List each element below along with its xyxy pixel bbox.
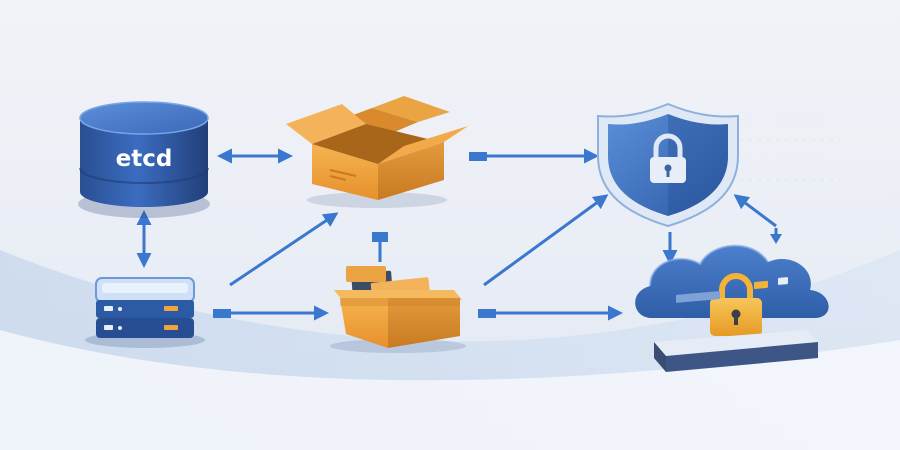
arrow-tail-files-cloud: [478, 309, 496, 318]
arrow-files-shield: [483, 194, 609, 287]
open-box-node: [286, 96, 468, 208]
files-box-node: [330, 266, 466, 353]
arrow-cloud-shield: [733, 194, 777, 228]
etcd-label: etcd: [116, 146, 173, 172]
cloud-storage-node: [635, 244, 829, 372]
connections: [136, 148, 782, 321]
server-stack-node: [85, 277, 205, 348]
arrow-tail-server-files: [213, 309, 231, 318]
arrow-cloud-shield-foot: [770, 234, 782, 244]
database-cylinder-icon: [80, 118, 208, 207]
arrow-server-box: [229, 212, 339, 287]
connector-square: [372, 232, 388, 242]
shield-node: [597, 102, 739, 228]
arrow-tail-box-shield: [469, 152, 487, 161]
grid-decoration: [740, 119, 840, 181]
etcd-database-node: etcd: [78, 101, 210, 218]
background-wave-light: [0, 330, 900, 450]
